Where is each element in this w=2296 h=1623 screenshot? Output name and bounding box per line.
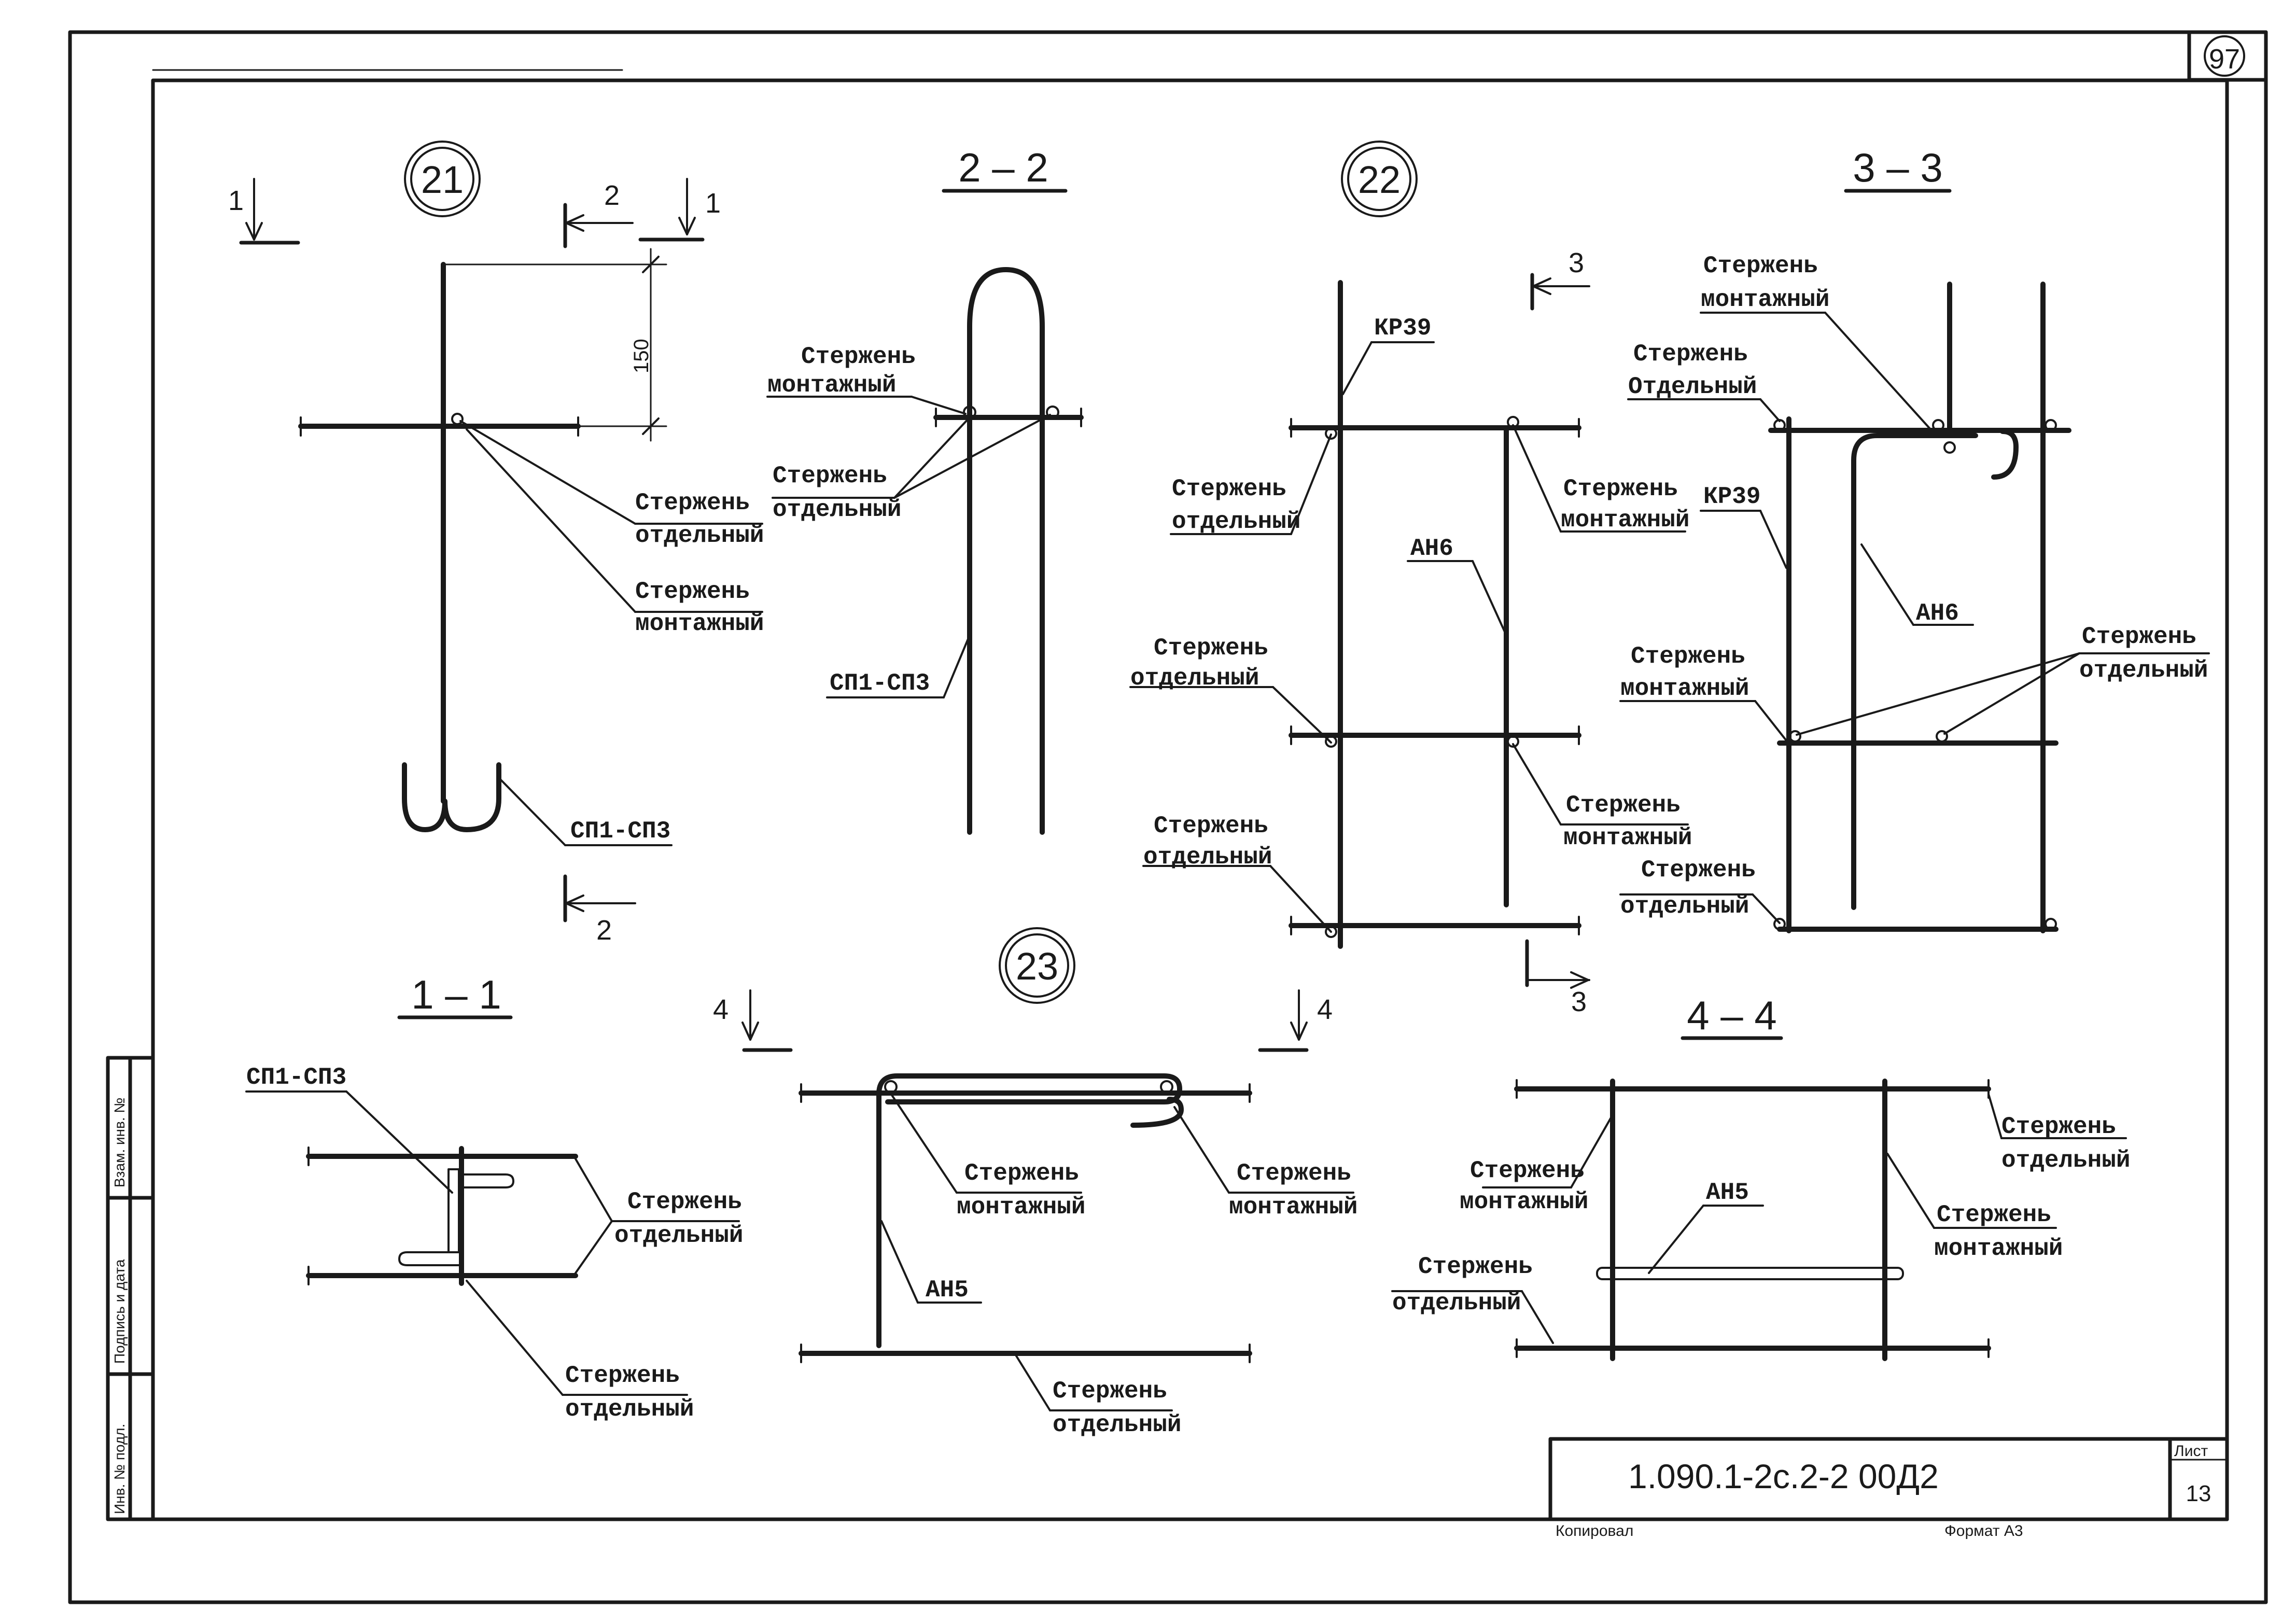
document-code: 1.090.1-2с.2-2 00Д2: [1628, 1457, 1939, 1495]
section-2-2-title: 2 – 2: [958, 145, 1048, 190]
n22-label-separate-1: отдельный: [1172, 508, 1300, 535]
s33-label-an6: АН6: [1916, 600, 1959, 627]
s33-label-kr39: КР39: [1703, 483, 1760, 510]
s33-label-rod-3: Стержень: [1631, 643, 1745, 670]
node-23: 23 4 4 Стержень монтажный Стержень монта…: [713, 927, 1357, 1438]
section-1-1: 1 – 1 СП1-СП3 Стержень отдельный Стержен…: [245, 972, 743, 1423]
node-21: 21 1 1 2 2 150: [228, 141, 764, 946]
s33-label-rod-1: Стержень: [1703, 253, 1818, 279]
s33-label-separate-cap: Отдельный: [1628, 373, 1757, 400]
s33-label-mounting-2: монтажный: [1620, 675, 1749, 702]
cut-mark-2-top: 2: [604, 180, 620, 211]
s22-label-rod: Стержень: [801, 343, 916, 370]
s22-label-rod-2: Стержень: [773, 463, 887, 489]
n22-label-rod-5: Стержень: [1154, 813, 1268, 840]
n21-label-separate: отдельный: [635, 522, 764, 549]
stamp-inv-original: Инв. № подл.: [111, 1424, 128, 1514]
copied-label: Копировал: [1556, 1522, 1633, 1540]
cut-mark-1-left: 1: [228, 185, 244, 216]
n21-label-rod-2: Стержень: [635, 578, 750, 605]
s11-label-rod-1: Стержень: [627, 1188, 742, 1215]
format-label: Формат А3: [1944, 1522, 2023, 1540]
s44-label-separate-1: отдельный: [2001, 1147, 2130, 1174]
s44-label-mounting-2: монтажный: [1934, 1235, 2063, 1262]
n23-label-separate: отдельный: [1053, 1411, 1181, 1438]
cut-mark-2-bottom: 2: [596, 915, 612, 946]
s33-label-rod-4: Стержень: [2082, 623, 2196, 650]
s11-label-rod-2: Стержень: [565, 1362, 680, 1389]
s33-label-mounting-1: монтажный: [1701, 286, 1829, 313]
node-23-number: 23: [1016, 945, 1058, 988]
s33-label-rod-5: Стержень: [1641, 857, 1756, 884]
node-22: 22 3 3 КР39 Стержень отдельный: [1129, 141, 1692, 1017]
sheet-frame: [68, 30, 2268, 1604]
n22-label-separate-2: отдельный: [1130, 665, 1259, 692]
side-stamp: Взам. инв. № Подпись и дата Инв. № подл.: [106, 1056, 155, 1521]
cut-mark-1-right: 1: [705, 188, 721, 219]
n22-label-kr39: КР39: [1374, 315, 1431, 342]
n22-label-mounting-1: монтажный: [1561, 507, 1689, 534]
n21-label-rod: Стержень: [635, 489, 750, 516]
cut-mark-4-left: 4: [713, 994, 729, 1025]
node-21-number: 21: [421, 158, 464, 201]
n23-label-rod-1: Стержень: [964, 1160, 1079, 1187]
section-3-3-title: 3 – 3: [1853, 145, 1942, 190]
s44-label-rod-4: Стержень: [1418, 1253, 1533, 1280]
n22-label-rod-1: Стержень: [1172, 475, 1286, 502]
n23-label-rod-2: Стержень: [1237, 1160, 1351, 1187]
s11-label-separate-1: отдельный: [614, 1222, 743, 1249]
n22-label-rod-3: Стержень: [1154, 635, 1268, 662]
n23-label-mounting-1: монтажный: [957, 1194, 1085, 1221]
s44-label-mounting-1: монтажный: [1460, 1188, 1588, 1215]
node-22-number: 22: [1358, 158, 1401, 201]
s44-label-rod-2: Стержень: [2001, 1113, 2116, 1140]
cut-mark-3-bottom: 3: [1571, 986, 1587, 1017]
stamp-signature-date: Подпись и дата: [111, 1259, 128, 1364]
s33-label-separate-2: отдельный: [1620, 893, 1749, 920]
n23-label-mounting-2: монтажный: [1229, 1194, 1357, 1221]
n21-label-mounting: монтажный: [635, 610, 764, 637]
section-4-4: 4 – 4 Стержень монтажный АН5 Стержень от…: [1391, 992, 2130, 1361]
page-number: 97: [2209, 44, 2240, 75]
sheet-number: 13: [2186, 1481, 2211, 1506]
s44-label-an5: АН5: [1706, 1179, 1749, 1206]
n23-label-rod-3: Стержень: [1053, 1378, 1167, 1405]
s44-label-rod-3: Стержень: [1937, 1201, 2051, 1228]
section-1-1-title: 1 – 1: [411, 972, 501, 1017]
s33-label-rod-2: Стержень: [1633, 341, 1748, 368]
s22-label-separate: отдельный: [773, 496, 901, 523]
n22-label-separate-3: отдельный: [1143, 844, 1272, 871]
s22-label-sp1-sp3: СП1-СП3: [830, 670, 930, 697]
n22-label-an6: АН6: [1410, 535, 1453, 562]
s44-label-separate-2: отдельный: [1392, 1290, 1521, 1317]
cut-mark-4-right: 4: [1317, 994, 1333, 1025]
s11-label-sp1-sp3: СП1-СП3: [246, 1064, 346, 1091]
n23-label-an5: АН5: [926, 1277, 969, 1304]
n22-label-rod-2: Стержень: [1563, 475, 1678, 502]
section-3-3: 3 – 3 Стержень монтажный Стержень Отдель…: [1619, 145, 2210, 933]
n22-label-rod-4: Стержень: [1566, 792, 1681, 819]
s33-label-separate-1: отдельный: [2079, 657, 2208, 684]
title-block: 1.090.1-2с.2-2 00Д2 Лист 13 Копировал Фо…: [1548, 1437, 2229, 1540]
s22-label-mounting: монтажный: [767, 372, 896, 399]
n21-label-sp1-sp3: СП1-СП3: [570, 818, 670, 845]
dimension-150: 150: [630, 339, 653, 373]
s44-label-rod-1: Стержень: [1470, 1157, 1585, 1184]
sheet-label: Лист: [2174, 1443, 2208, 1460]
cut-mark-3-top: 3: [1569, 247, 1584, 278]
section-4-4-title: 4 – 4: [1687, 992, 1776, 1038]
n22-label-mounting-2: монтажный: [1563, 824, 1692, 851]
stamp-replaces-inv: Взам. инв. №: [111, 1098, 128, 1187]
s11-label-separate-2: отдельный: [565, 1396, 694, 1423]
section-2-2: 2 – 2 Стержень монтажный Стержень отдель…: [766, 145, 1084, 835]
page-number-badge: 97: [2187, 30, 2268, 82]
